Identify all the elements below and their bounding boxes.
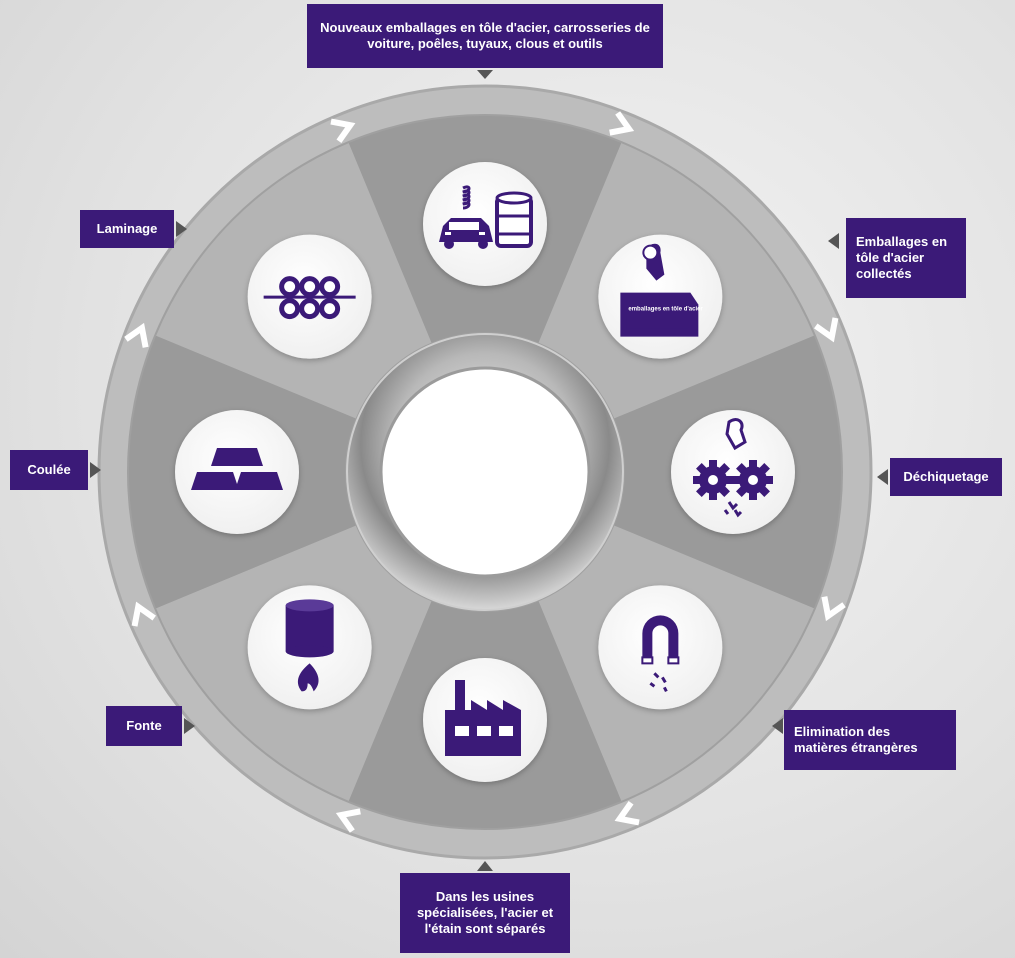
- chevron-icon: [614, 801, 640, 826]
- rolling-mill-circle: [247, 234, 372, 359]
- arrow-collected: [828, 233, 839, 249]
- arrow-casting: [90, 462, 101, 478]
- factory-circle: [423, 658, 547, 782]
- chevron-icon: [821, 596, 846, 622]
- collection-bin-icon: emballages en tôle d'acier: [620, 243, 703, 337]
- label-rolling: Laminage: [80, 210, 174, 248]
- ingots-icon: [191, 448, 283, 490]
- label-new-products: Nouveaux emballages en tôle d'acier, car…: [307, 4, 663, 68]
- arrow-removal: [772, 718, 783, 734]
- center-hub-face: [379, 366, 591, 578]
- label-separation: Dans les usines spécialisées, l'acier et…: [400, 873, 570, 953]
- arrow-top: [477, 70, 493, 79]
- arrow-shredding: [877, 469, 888, 485]
- chevron-icon: [335, 808, 361, 833]
- shredder-gears-icon: [693, 418, 773, 518]
- shredder-gears-circle: [671, 410, 795, 534]
- car-and-can-icon: [439, 185, 533, 249]
- car-and-can-circle: [423, 162, 547, 286]
- arrow-smelting: [184, 718, 195, 734]
- ingots-circle: [175, 410, 299, 534]
- arrow-separation: [477, 861, 493, 871]
- label-casting: Coulée: [10, 450, 88, 490]
- bin-label: emballages en tôle d'acier: [628, 307, 703, 313]
- label-foreign-matter-removal: Elimination des matières étrangères: [784, 710, 956, 770]
- ring-chevrons: [124, 111, 846, 833]
- label-collected-packaging: Emballages en tôle d'acier collectés: [846, 218, 966, 298]
- arrow-rolling: [176, 221, 187, 237]
- furnace-circle: [247, 585, 372, 710]
- chevron-icon: [124, 322, 149, 348]
- icon-circles: emballages en tôle d'acier: [175, 162, 795, 782]
- label-smelting: Fonte: [106, 706, 182, 746]
- chevron-icon: [131, 601, 156, 627]
- label-shredding: Déchiquetage: [890, 458, 1002, 496]
- magnet-icon: [641, 615, 680, 693]
- factory-icon: [445, 680, 521, 756]
- furnace-icon: [285, 599, 334, 692]
- rolling-mill-icon: [263, 276, 356, 320]
- magnet-circle: [598, 585, 723, 710]
- collection-bin-circle: emballages en tôle d'acier: [598, 234, 723, 359]
- chevron-icon: [814, 317, 839, 343]
- chevron-icon: [330, 118, 356, 143]
- chevron-icon: [609, 111, 635, 136]
